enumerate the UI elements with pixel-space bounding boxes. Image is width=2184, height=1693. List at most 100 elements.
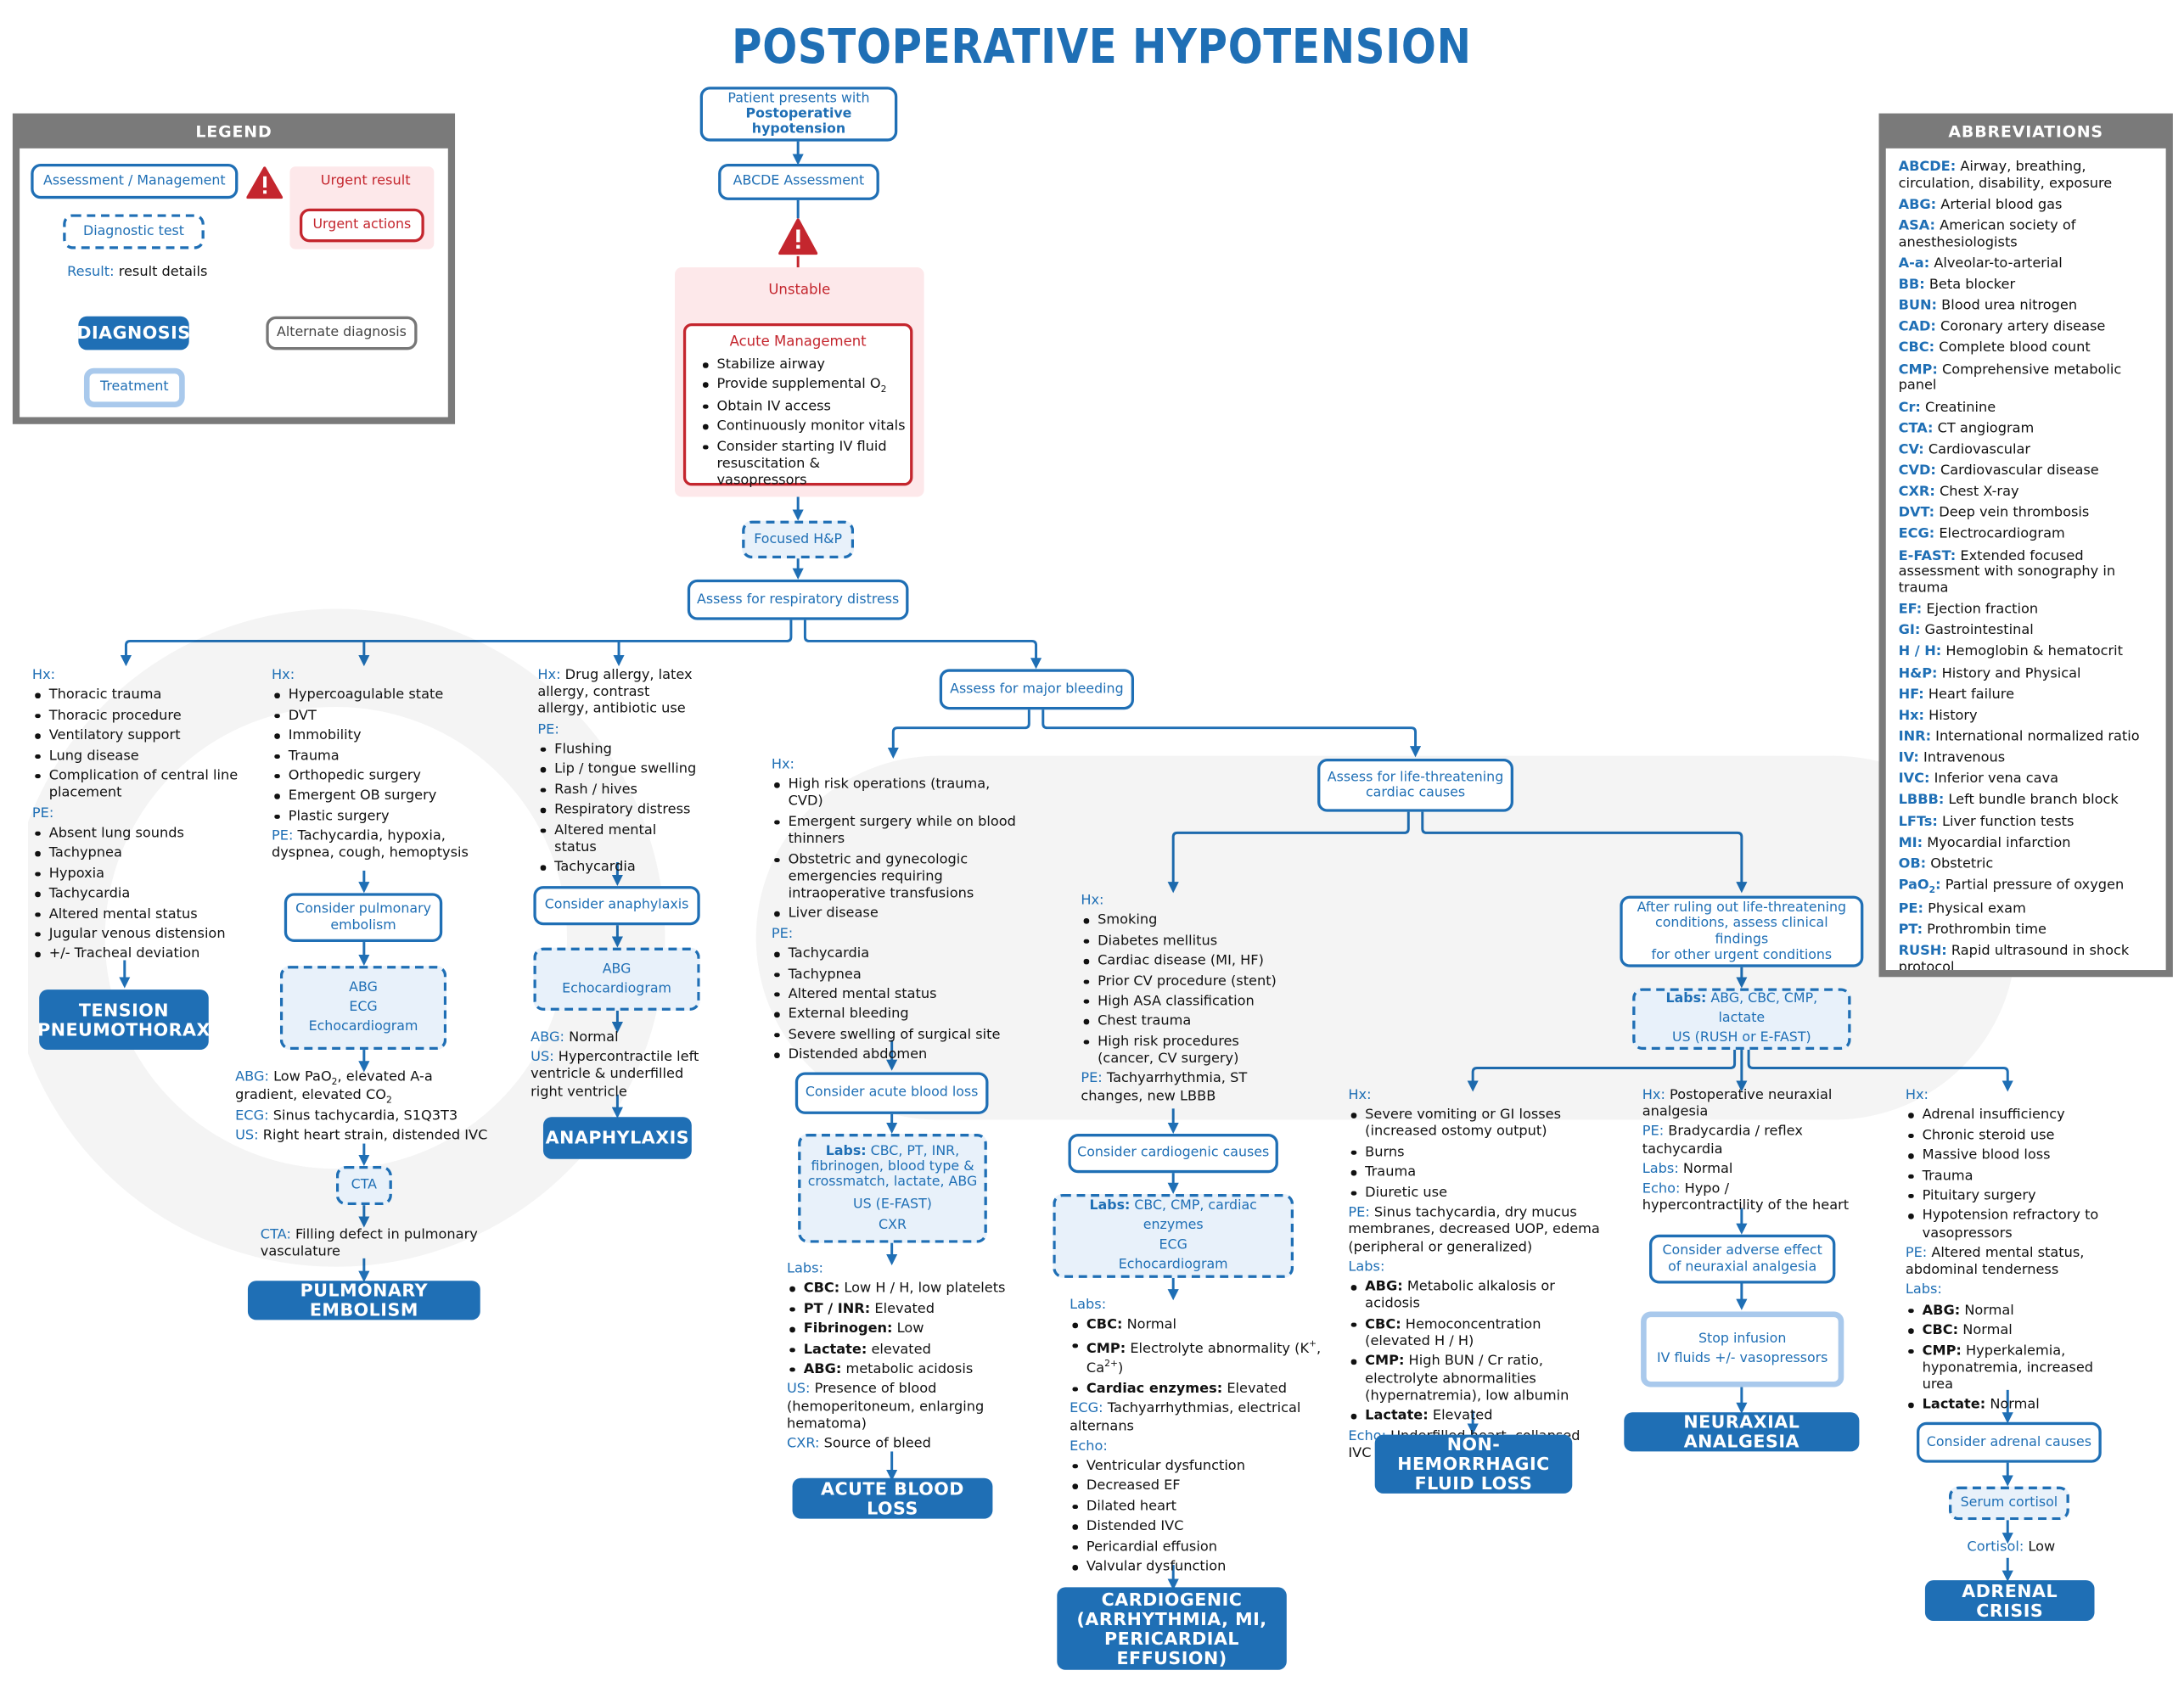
pe-hx-item: Hypercoagulable state — [272, 687, 481, 704]
abbreviation-item: PT: Prothrombin time — [1898, 922, 2046, 939]
dx-tension-pneumothorax: TENSION PNEUMOTHORAX — [37, 989, 210, 1051]
unstable-warning-icon — [778, 218, 818, 260]
tension-hx-item: Lung disease — [32, 748, 242, 765]
pe-hx-item: Trauma — [272, 748, 481, 765]
consider-neuraxial-box: Consider adverse effect of neuraxial ana… — [1648, 1234, 1836, 1284]
major-bleeding-box: Assess for major bleeding — [939, 669, 1135, 710]
abl-lab-item: PT / INR: Elevated — [787, 1301, 1025, 1318]
abbreviation-item: H&P: History and Physical — [1898, 665, 2081, 681]
fluid-lab-item: CBC: Hemoconcentration (elevated H / H) — [1348, 1317, 1600, 1351]
pe-hx-item: Immobility — [272, 728, 481, 745]
fluid-findings: Hx: Severe vomiting or GI losses (increa… — [1348, 1087, 1600, 1461]
tension-pe-item: Hypoxia — [32, 866, 242, 883]
abbreviation-item: EF: Ejection fraction — [1898, 602, 2039, 618]
legend-urgent-result: Urgent result — [320, 173, 411, 189]
abl-lab-item: Lactate: elevated — [787, 1342, 1025, 1359]
adrenal-hx-item: Hypotension refractory to vasopressors — [1906, 1208, 2123, 1242]
cardio-hx-item: Smoking — [1081, 913, 1290, 930]
tension-pe-item: Jugular venous distension — [32, 927, 242, 944]
abl-pe-item: Severe swelling of surgical site — [772, 1027, 1021, 1044]
adrenal-hx-item: Trauma — [1906, 1168, 2123, 1185]
abl-lab-item: ABG: metabolic acidosis — [787, 1362, 1025, 1379]
dx-adrenal-crisis: ADRENAL CRISIS — [1924, 1580, 2095, 1622]
acute-management-title: Acute Management — [729, 334, 867, 350]
abbreviation-item: IV: Intravenous — [1898, 750, 2006, 766]
abl-hx-item: High risk operations (trauma, CVD) — [772, 777, 1021, 811]
pe-hx-item: Plastic surgery — [272, 809, 481, 826]
abbreviation-item: BUN: Blood urea nitrogen — [1898, 298, 2078, 314]
fluid-hx-list: Severe vomiting or GI losses (increased … — [1348, 1107, 1600, 1202]
ana-pe-item: Altered mental status — [537, 822, 703, 856]
abl-lab-item: Fibrinogen: Low — [787, 1321, 1025, 1338]
dx-acute-blood-loss: ACUTE BLOOD LOSS — [792, 1477, 993, 1519]
abl-findings: Hx: High risk operations (trauma, CVD)Em… — [772, 757, 1021, 1068]
pe-results: ABG: Low PaO2, elevated A-a gradient, el… — [235, 1069, 488, 1145]
abbreviation-item: ASA: American society of anesthesiologis… — [1898, 218, 2076, 250]
abl-hx-item: Liver disease — [772, 906, 1021, 923]
abl-hx-item: Emergent surgery while on blood thinners — [772, 815, 1021, 849]
fluid-hx-item: Diuretic use — [1348, 1186, 1600, 1202]
abbreviation-item: CMP: Comprehensive metabolic panel — [1898, 362, 2122, 395]
other-tests-box: Labs: ABG, CBC, CMP, lactate US (RUSH or… — [1632, 988, 1851, 1051]
unstable-label: Unstable — [768, 283, 831, 299]
dx-pulmonary-embolism: PULMONARY EMBOLISM — [247, 1280, 480, 1320]
cardio-echo-item: Dilated heart — [1070, 1499, 1322, 1516]
legend-heading: LEGEND — [195, 121, 272, 142]
abbreviation-item: GI: Gastrointestinal — [1898, 623, 2034, 639]
ana-results: ABG: Normal US: Hypercontractile left ve… — [531, 1029, 699, 1100]
abbreviations-heading: ABBREVIATIONS — [1948, 121, 2103, 142]
cardio-lab-item: CMP: Electrolyte abnormality (K+, Ca2+) — [1070, 1337, 1322, 1378]
cardio-labs-list: CBC: Normal CMP: Electrolyte abnormality… — [1070, 1317, 1322, 1398]
abbreviation-item: ABG: Arterial blood gas — [1898, 197, 2063, 213]
abbreviation-item: LBBB: Left bundle branch block — [1898, 793, 2119, 809]
abbreviation-item: OB: Obstetric — [1898, 856, 1994, 872]
legend-diagnostic-test: Diagnostic test — [63, 214, 205, 249]
dx-neuraxial-analgesia: NEURAXIAL ANALGESIA — [1624, 1411, 1860, 1452]
abbreviation-item: INR: International normalized ratio — [1898, 729, 2140, 745]
adrenal-lab-item: Lactate: Normal — [1906, 1398, 2123, 1415]
adrenal-hx-item: Adrenal insufficiency — [1906, 1107, 2123, 1124]
tension-pe-item: Tachypnea — [32, 846, 242, 863]
tension-pe-item: +/- Tracheal deviation — [32, 947, 242, 964]
abbreviation-item: BB: Beta blocker — [1898, 277, 2016, 293]
adrenal-lab-item: ABG: Normal — [1906, 1303, 2123, 1320]
abbreviation-item: PaO2: Partial pressure of oxygen — [1898, 877, 2125, 896]
cardio-echo-item: Ventricular dysfunction — [1070, 1459, 1322, 1476]
consider-cardiogenic-box: Consider cardiogenic causes — [1068, 1134, 1278, 1174]
abbreviation-item: CAD: Coronary artery disease — [1898, 319, 2106, 335]
acute-item: Stabilize airway — [700, 357, 910, 374]
abl-pe-item: Tachycardia — [772, 946, 1021, 963]
tension-hx-item: Thoracic procedure — [32, 708, 242, 725]
legend-treatment: Treatment — [83, 367, 185, 407]
acute-management-box: Acute Management Stabilize airway Provid… — [682, 323, 913, 489]
pe-hx-item: Orthopedic surgery — [272, 768, 481, 785]
abl-pe-item: Altered mental status — [772, 987, 1021, 1004]
page-title: POSTOPERATIVE HYPOTENSION — [732, 20, 1472, 76]
consider-pe-box: Consider pulmonary embolism — [284, 893, 443, 943]
abbreviation-item: Cr: Creatinine — [1898, 399, 1996, 416]
cardio-echo-item: Pericardial effusion — [1070, 1539, 1322, 1556]
legend-assessment: Assessment / Management — [31, 163, 239, 199]
pe-hx-item: DVT — [272, 708, 481, 725]
legend-warning-icon — [246, 166, 284, 205]
acute-item: Continuously monitor vitals — [700, 418, 910, 435]
consider-blood-loss-box: Consider acute blood loss — [794, 1072, 989, 1114]
abbreviation-item: A-a: Alveolar-to-arterial — [1898, 255, 2063, 272]
pe-hx-item: Emergent OB surgery — [272, 788, 481, 805]
abbreviation-item: H / H: Hemoglobin & hematocrit — [1898, 644, 2124, 660]
dx-cardiogenic: CARDIOGENIC (ARRHYTHMIA, MI, PERICARDIAL… — [1057, 1587, 1287, 1670]
legend-diagnosis: DIAGNOSIS — [76, 316, 190, 350]
